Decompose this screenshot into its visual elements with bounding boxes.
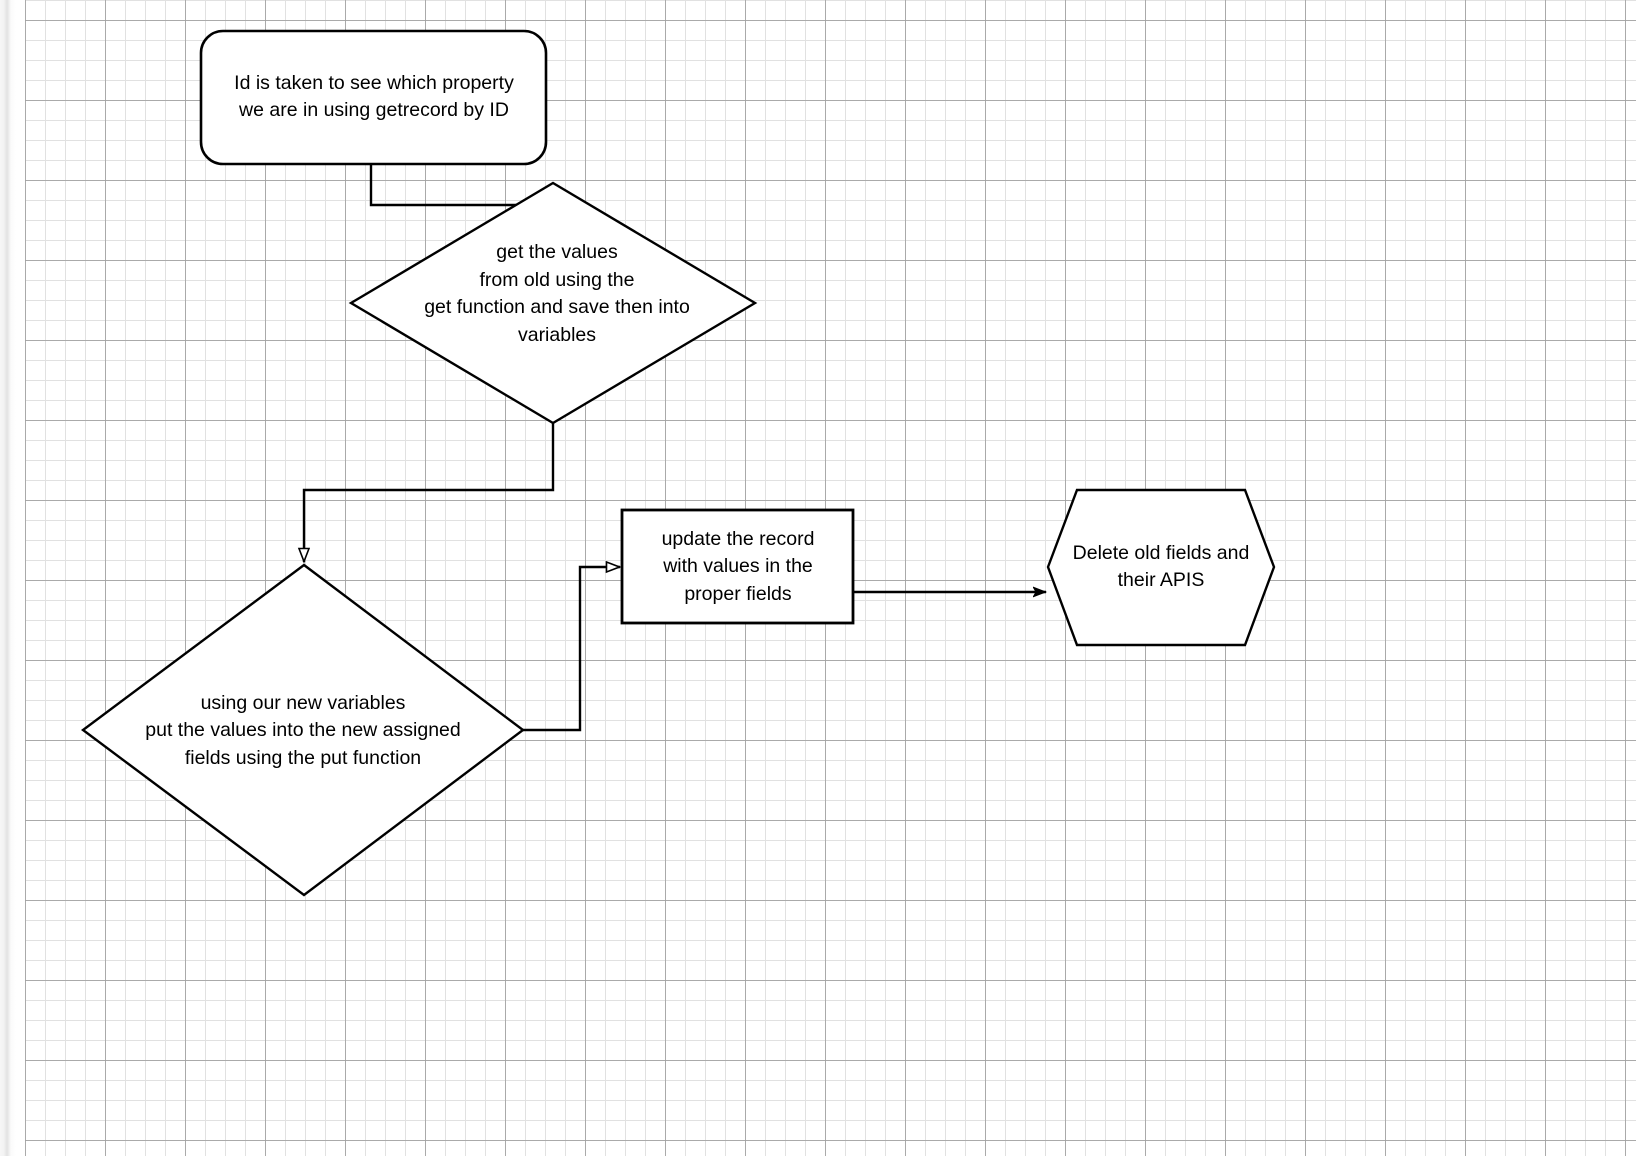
node-get-values-shape[interactable] [348,181,758,425]
node-start-shape[interactable] [199,29,548,166]
edge-put-values-to-update-record[interactable] [523,567,620,732]
node-put-values-shape[interactable] [80,563,525,897]
node-delete-fields-shape[interactable] [1046,488,1276,647]
edge-get-values-to-put-values[interactable] [304,423,555,562]
node-update-record-shape[interactable] [620,508,855,625]
